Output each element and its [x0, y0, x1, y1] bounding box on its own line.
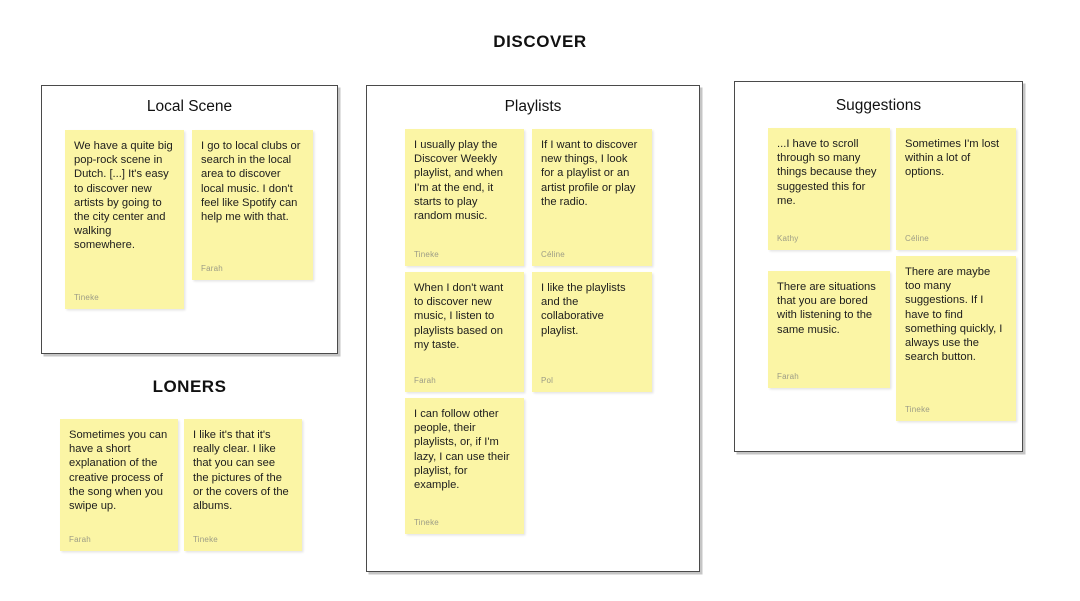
sticky-note[interactable]: We have a quite big pop-rock scene in Du… — [65, 130, 184, 309]
sticky-note-text: ...I have to scroll through so many thin… — [777, 138, 880, 207]
sticky-note-text: I like the playlists and the collaborati… — [541, 282, 629, 337]
sticky-note[interactable]: There are situations that you are bored … — [768, 271, 890, 388]
sticky-note[interactable]: Sometimes I'm lost within a lot of optio… — [896, 128, 1016, 250]
sticky-note-author: Pol — [541, 376, 554, 385]
sticky-note-text: I can follow other people, their playlis… — [414, 408, 513, 492]
group-title-suggestions: Suggestions — [835, 97, 922, 114]
sticky-note-author: Tineke — [905, 405, 930, 414]
sticky-note-text: When I don't want to discover new music,… — [414, 282, 507, 351]
sticky-note-author: Céline — [905, 234, 929, 243]
sticky-note-text: I like it's that it's really clear. I li… — [193, 429, 292, 513]
sticky-note-author: Farah — [777, 372, 799, 381]
sticky-note[interactable]: When I don't want to discover new music,… — [405, 272, 524, 392]
sticky-note-text: There are maybe too many suggestions. If… — [905, 266, 1006, 364]
sticky-note-text: If I want to discover new things, I look… — [541, 139, 641, 208]
group-title-loners: LONERS — [152, 377, 227, 396]
sticky-note[interactable]: Sometimes you can have a short explanati… — [60, 419, 178, 551]
sticky-note[interactable]: I usually play the Discover Weekly playl… — [405, 129, 524, 266]
sticky-note[interactable]: I can follow other people, their playlis… — [405, 398, 524, 534]
sticky-note-text: There are situations that you are bored … — [777, 281, 879, 336]
sticky-note[interactable]: I like the playlists and the collaborati… — [532, 272, 652, 392]
sticky-note-text: I go to local clubs or search in the loc… — [201, 140, 304, 224]
page-title: DISCOVER — [493, 32, 587, 51]
sticky-note-text: I usually play the Discover Weekly playl… — [414, 139, 507, 223]
sticky-note-author: Tineke — [414, 518, 439, 527]
sticky-note[interactable]: ...I have to scroll through so many thin… — [768, 128, 890, 250]
sticky-note[interactable]: I go to local clubs or search in the loc… — [192, 130, 313, 280]
sticky-note-author: Kathy — [777, 234, 799, 243]
group-title-local-scene: Local Scene — [146, 98, 233, 115]
sticky-note-author: Tineke — [74, 293, 99, 302]
sticky-note-author: Farah — [414, 376, 436, 385]
sticky-note-author: Tineke — [193, 535, 218, 544]
sticky-note-author: Céline — [541, 250, 565, 259]
sticky-note-text: Sometimes I'm lost within a lot of optio… — [905, 138, 1003, 179]
sticky-note[interactable]: If I want to discover new things, I look… — [532, 129, 652, 266]
sticky-note[interactable]: There are maybe too many suggestions. If… — [896, 256, 1016, 421]
sticky-note[interactable]: I like it's that it's really clear. I li… — [184, 419, 302, 551]
sticky-note-author: Farah — [201, 264, 223, 273]
sticky-note-author: Tineke — [414, 250, 439, 259]
sticky-note-author: Farah — [69, 535, 91, 544]
sticky-note-text: Sometimes you can have a short explanati… — [69, 429, 171, 513]
group-title-playlists: Playlists — [504, 98, 562, 115]
sticky-note-text: We have a quite big pop-rock scene in Du… — [74, 140, 176, 252]
